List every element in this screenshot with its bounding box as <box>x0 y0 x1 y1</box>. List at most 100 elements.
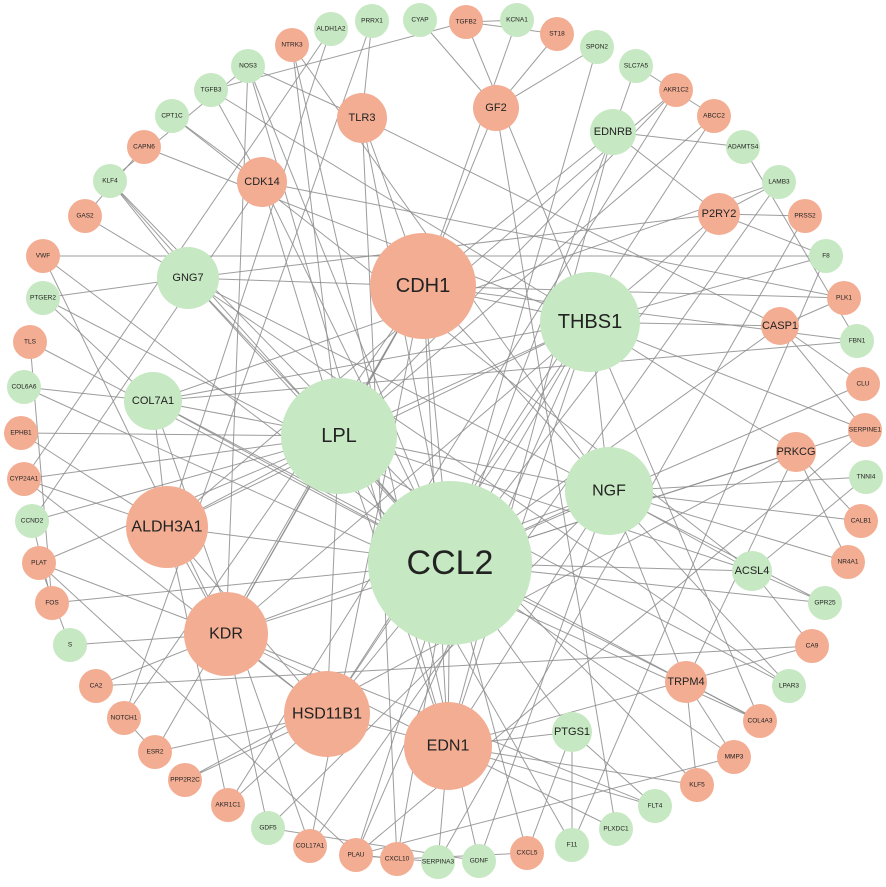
node-flt4[interactable]: FLT4 <box>638 789 672 823</box>
node-cyp24a1[interactable]: CYP24A1 <box>7 462 41 496</box>
node-tlr3[interactable]: TLR3 <box>337 93 387 143</box>
node-circle <box>421 845 455 879</box>
node-gdnf[interactable]: GDNF <box>462 844 496 878</box>
node-col7a1[interactable]: COL7A1 <box>124 372 182 430</box>
node-circle <box>231 49 265 83</box>
node-plxdc1[interactable]: PLXDC1 <box>599 812 633 846</box>
node-calb1[interactable]: CALB1 <box>844 504 878 538</box>
node-gng7[interactable]: GNG7 <box>157 247 219 309</box>
node-col6a6[interactable]: COL6A6 <box>7 370 41 404</box>
node-serpina3[interactable]: SERPINA3 <box>421 845 455 879</box>
node-ccl2[interactable]: CCL2 <box>368 481 532 645</box>
node-circle <box>211 788 245 822</box>
edge-plau-mmp3 <box>355 756 735 856</box>
node-s[interactable]: S <box>53 628 87 662</box>
node-gf2[interactable]: GF2 <box>473 85 519 131</box>
node-tgfb2[interactable]: TGFB2 <box>449 5 483 39</box>
node-plk1[interactable]: PLK1 <box>827 281 861 315</box>
node-fbn1[interactable]: FBN1 <box>840 324 874 358</box>
node-label: KDR <box>209 626 243 643</box>
node-ccnd2[interactable]: CCND2 <box>15 504 49 538</box>
node-mmp3[interactable]: MMP3 <box>717 740 751 774</box>
node-thbs1[interactable]: THBS1 <box>540 272 640 372</box>
edge-gng7-gpr25 <box>187 277 826 604</box>
node-klf4[interactable]: KLF4 <box>93 164 127 198</box>
node-capn6[interactable]: CAPN6 <box>127 130 161 164</box>
node-gas2[interactable]: GAS2 <box>68 199 102 233</box>
edge-kdr-nos3 <box>225 65 249 635</box>
node-prrx1[interactable]: PRRX1 <box>355 4 389 38</box>
node-ptgs1[interactable]: PTGS1 <box>552 712 592 752</box>
node-spon2[interactable]: SPON2 <box>580 30 614 64</box>
node-esr2[interactable]: ESR2 <box>138 735 172 769</box>
node-cxcl10[interactable]: CXCL10 <box>380 842 414 876</box>
node-adamts4[interactable]: ADAMTS4 <box>726 130 760 164</box>
node-lamb3[interactable]: LAMB3 <box>762 165 796 199</box>
node-slc7a5[interactable]: SLC7A5 <box>619 49 653 83</box>
node-f8[interactable]: F8 <box>809 239 843 273</box>
node-akr1c2[interactable]: AKR1C2 <box>659 73 693 107</box>
node-gdf5[interactable]: GDF5 <box>251 811 285 845</box>
node-trpm4[interactable]: TRPM4 <box>665 661 707 703</box>
node-gpr25[interactable]: GPR25 <box>808 586 842 620</box>
node-ednrb[interactable]: EDNRB <box>590 109 636 155</box>
edge-edn1-ca9 <box>447 645 813 747</box>
node-circle <box>370 233 476 339</box>
edge-hsd11b1-cyp24a1 <box>23 478 328 715</box>
edge-casp1-serpine1 <box>779 325 866 431</box>
node-circle <box>124 372 182 430</box>
node-tnni4[interactable]: TNNI4 <box>849 460 883 494</box>
node-ptger2[interactable]: PTGER2 <box>26 281 60 315</box>
node-nos3[interactable]: NOS3 <box>231 49 265 83</box>
node-lpar3[interactable]: LPAR3 <box>772 669 806 703</box>
node-circle <box>809 239 843 273</box>
node-ca2[interactable]: CA2 <box>79 669 113 703</box>
node-col4a3[interactable]: COL4A3 <box>743 704 777 738</box>
node-cpt1c[interactable]: CPT1C <box>155 99 189 133</box>
node-vwf[interactable]: VWF <box>26 239 60 273</box>
node-serpine1[interactable]: SERPINE1 <box>848 413 882 447</box>
node-cdh1[interactable]: CDH1 <box>370 233 476 339</box>
node-kcna1[interactable]: KCNA1 <box>500 3 534 37</box>
node-cdk14[interactable]: CDK14 <box>237 157 287 207</box>
node-notch1[interactable]: NOTCH1 <box>107 701 141 735</box>
node-akr1c1[interactable]: AKR1C1 <box>211 788 245 822</box>
node-tls[interactable]: TLS <box>13 325 47 359</box>
node-ephb1[interactable]: EPHB1 <box>4 416 38 450</box>
node-aldh1a2[interactable]: ALDH1A2 <box>314 12 348 46</box>
node-label: ALDH3A1 <box>131 519 202 536</box>
node-label: FBN1 <box>849 338 866 345</box>
node-klf5[interactable]: KLF5 <box>680 768 714 802</box>
node-acsl4[interactable]: ACSL4 <box>732 551 772 591</box>
node-label: CXCL10 <box>385 856 410 863</box>
node-f11[interactable]: F11 <box>555 828 589 862</box>
node-tgfb3[interactable]: TGFB3 <box>194 73 228 107</box>
node-cyap[interactable]: CYAP <box>403 3 437 37</box>
node-cxcl5[interactable]: CXCL5 <box>510 836 544 870</box>
node-prss2[interactable]: PRSS2 <box>788 199 822 233</box>
node-st18[interactable]: ST18 <box>540 17 574 51</box>
node-circle <box>284 671 370 757</box>
node-casp1[interactable]: CASP1 <box>761 307 799 345</box>
node-ppp2r2c[interactable]: PPP2R2C <box>168 763 202 797</box>
node-ca9[interactable]: CA9 <box>795 629 829 663</box>
node-kdr[interactable]: KDR <box>184 592 268 676</box>
node-p2ry2[interactable]: P2RY2 <box>698 193 740 235</box>
node-col17a1[interactable]: COL17A1 <box>293 829 327 863</box>
node-hsd11b1[interactable]: HSD11B1 <box>284 671 370 757</box>
node-ngf[interactable]: NGF <box>565 447 653 535</box>
node-aldh3a1[interactable]: ALDH3A1 <box>126 486 208 568</box>
node-plau[interactable]: PLAU <box>339 838 373 872</box>
node-clu[interactable]: CLU <box>846 367 880 401</box>
node-circle <box>795 629 829 663</box>
node-prkcg[interactable]: PRKCG <box>776 432 816 472</box>
node-abcc2[interactable]: ABCC2 <box>697 99 731 133</box>
node-fos[interactable]: FOS <box>35 586 69 620</box>
node-plat[interactable]: PLAT <box>22 546 56 580</box>
node-nr4a1[interactable]: NR4A1 <box>831 545 865 579</box>
node-lpl[interactable]: LPL <box>281 378 397 494</box>
node-ntrk3[interactable]: NTRK3 <box>275 28 309 62</box>
node-edn1[interactable]: EDN1 <box>404 702 492 790</box>
node-label: F11 <box>567 842 578 849</box>
